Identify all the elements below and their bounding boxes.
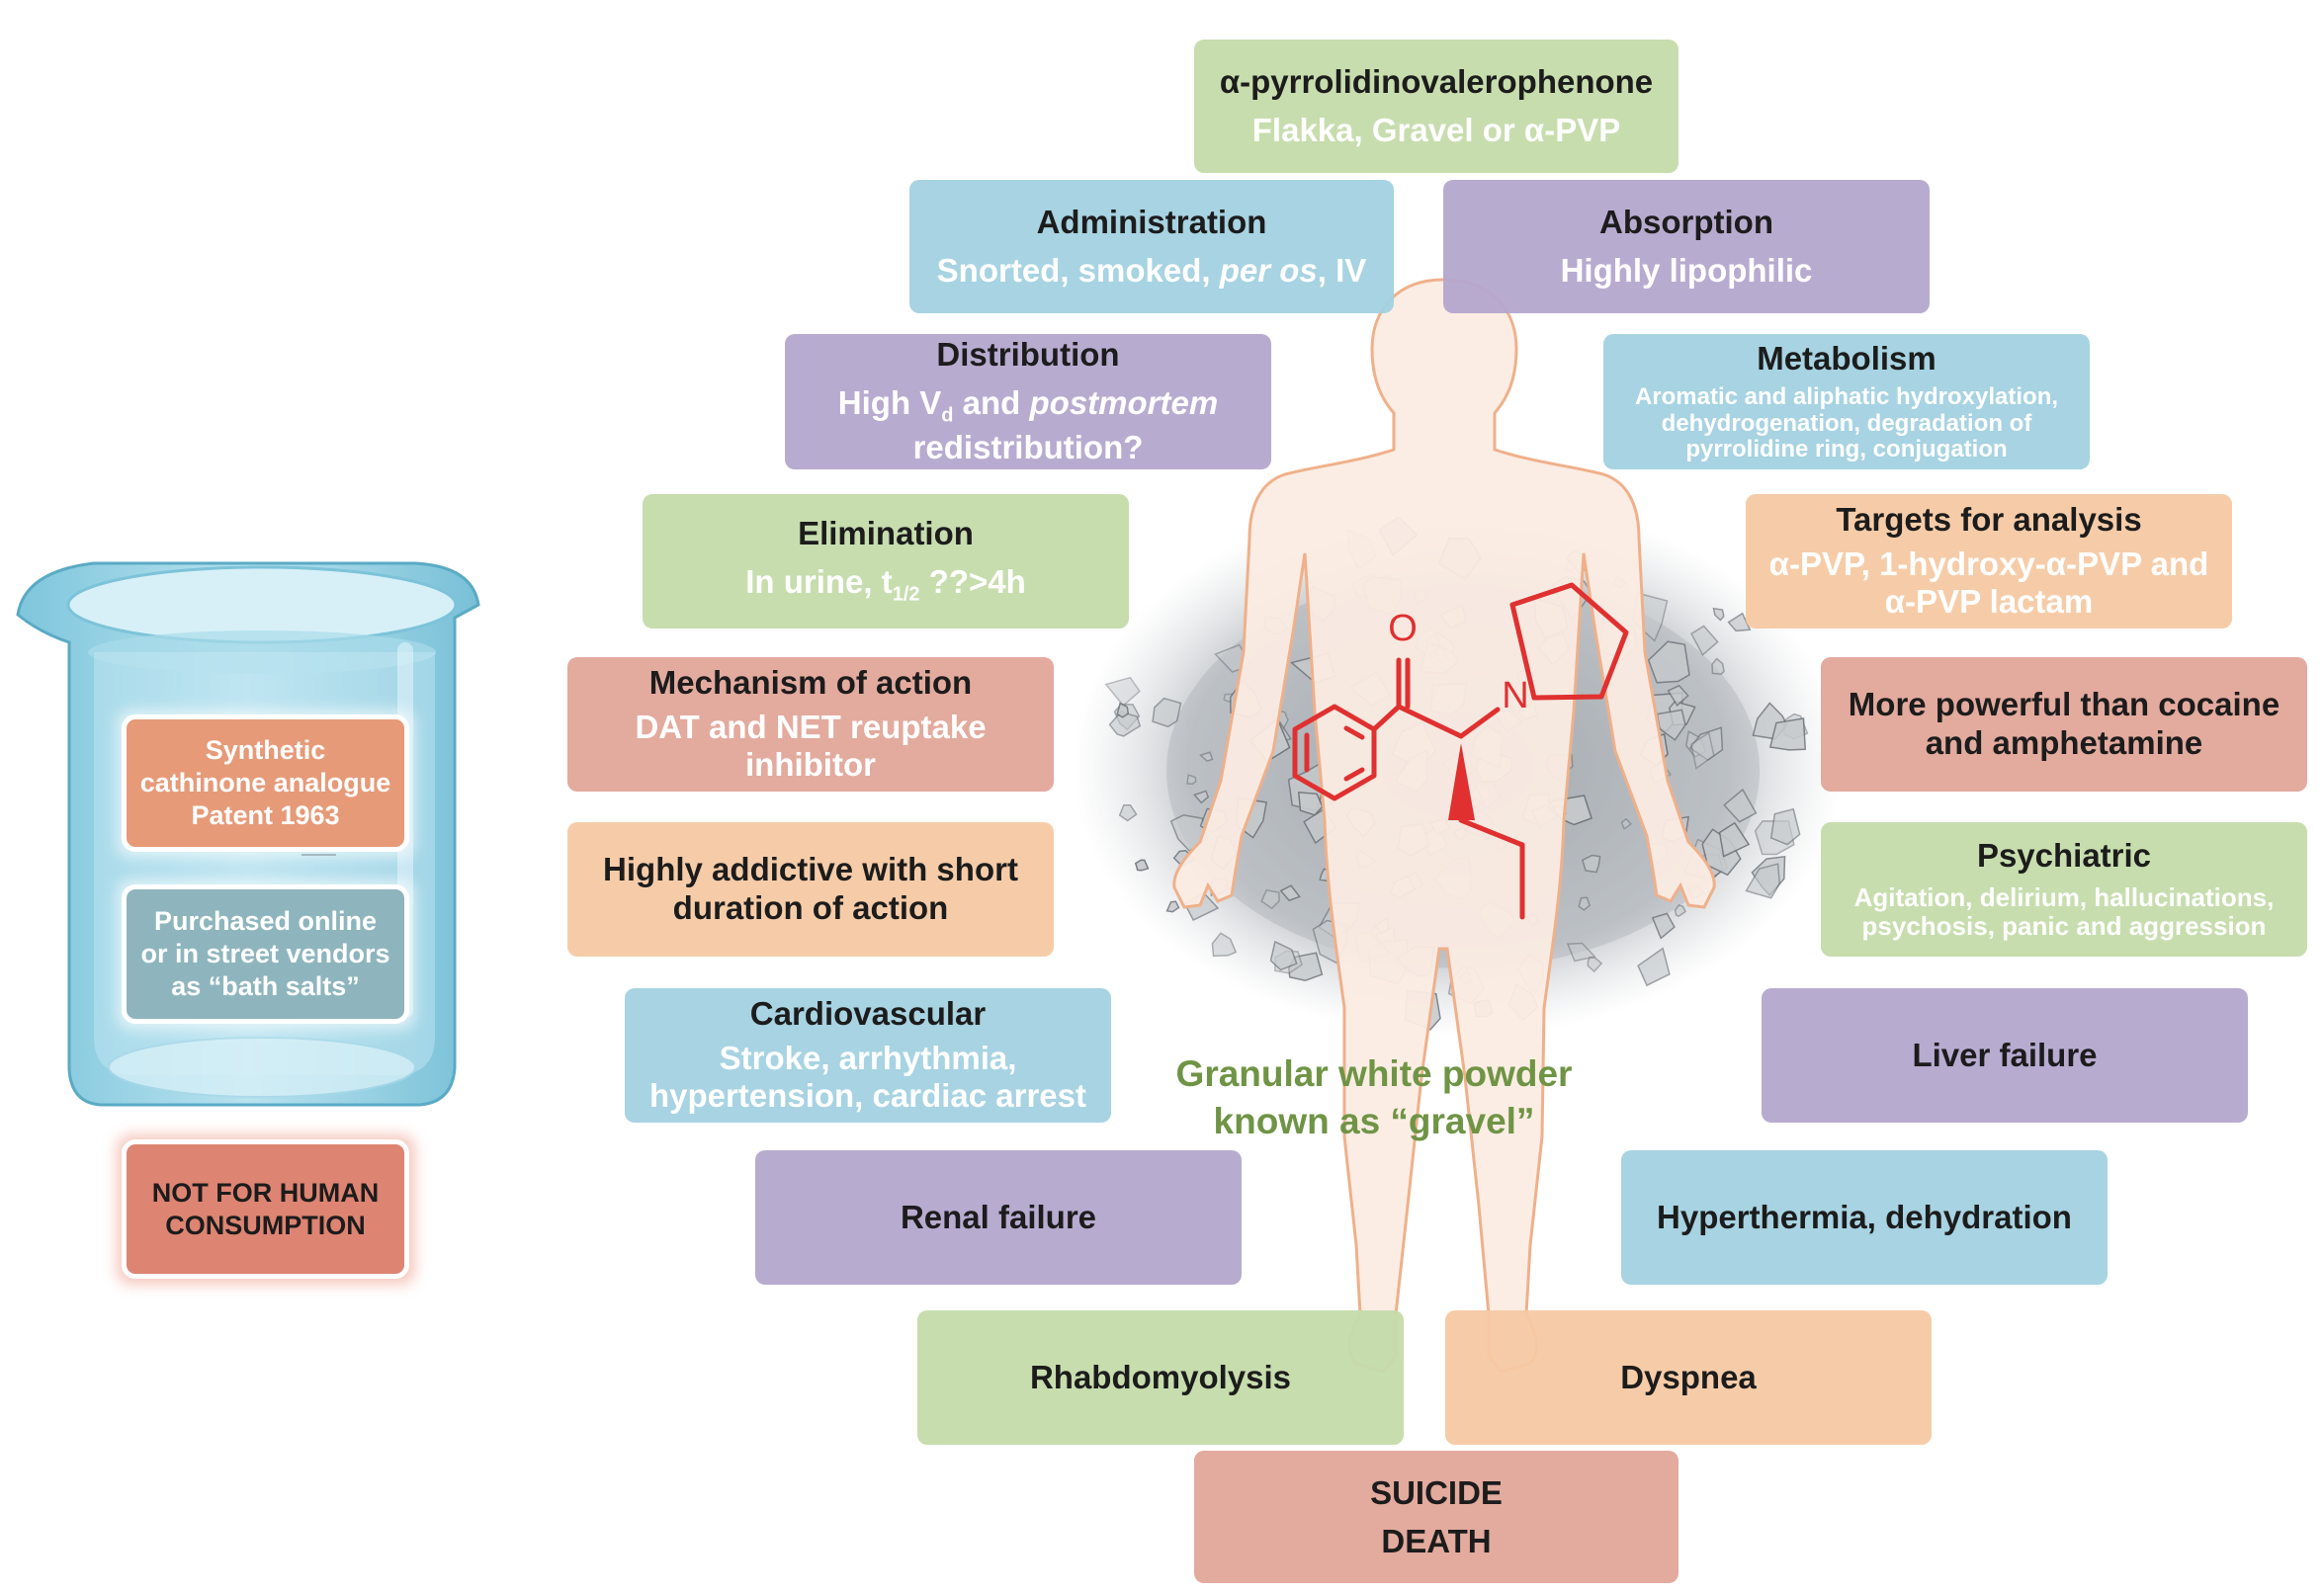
powder-crystal xyxy=(1269,940,1298,971)
outcome-text: SUICIDE DEATH xyxy=(1370,1473,1503,1560)
header-subtitle: Flakka, Gravel or α-PVP xyxy=(1251,111,1621,148)
powder-crystal xyxy=(1116,702,1130,718)
warning-line-2: CONSUMPTION xyxy=(165,1210,366,1240)
powder-crystal xyxy=(1711,657,1725,675)
psychiatric-title: Psychiatric xyxy=(1976,837,2152,875)
powder-crystal xyxy=(1667,684,1689,707)
powder-crystal xyxy=(1104,676,1141,708)
mechanism-body: DAT and NET reuptake inhibitor xyxy=(635,708,987,784)
distribution-title: Distribution xyxy=(936,336,1120,374)
powder-crystal xyxy=(1620,817,1633,830)
powder-crystal xyxy=(1108,711,1142,737)
administration-box: Administration Snorted, smoked, per os, … xyxy=(909,180,1394,313)
purchase-line-1: Purchased online xyxy=(153,906,378,937)
dyspnea-text: Dyspnea xyxy=(1620,1358,1757,1395)
atom-n-label: N xyxy=(1502,675,1528,716)
hyperthermia-box: Hyperthermia, dehydration xyxy=(1621,1150,2108,1285)
powder-crystal xyxy=(1727,612,1752,632)
psychiatric-box: Psychiatric Agitation, delirium, halluci… xyxy=(1821,822,2307,957)
absorption-title: Absorption xyxy=(1599,203,1773,240)
absorption-body: Highly lipophilic xyxy=(1560,251,1813,289)
potency-text: More powerful than cocaine and amphetami… xyxy=(1848,686,2281,761)
targets-title: Targets for analysis xyxy=(1836,500,2142,538)
psychiatric-body: Agitation, delirium, hallucinations, psy… xyxy=(1853,882,2275,942)
elimination-title: Elimination xyxy=(798,515,974,552)
potency-box: More powerful than cocaine and amphetami… xyxy=(1821,657,2307,792)
powder-crystal xyxy=(1152,697,1182,728)
renal-box: Renal failure xyxy=(755,1150,1242,1285)
powder-crystal xyxy=(1587,956,1603,973)
addictive-text: Highly addictive with short duration of … xyxy=(603,851,1018,926)
warning-line-1: NOT FOR HUMAN xyxy=(151,1177,380,1208)
powder-crystal xyxy=(1637,947,1671,987)
powder-crystal xyxy=(1718,821,1751,858)
purchase-line-3: as “bath salts” xyxy=(171,970,360,1001)
cardiovascular-box: Cardiovascular Stroke, arrhythmia, hyper… xyxy=(625,988,1111,1123)
absorption-box: Absorption Highly lipophilic xyxy=(1443,180,1930,313)
beaker-label-purchase: Purchased online or in street vendors as… xyxy=(122,884,409,1024)
powder-crystal xyxy=(1186,774,1197,786)
powder-crystal xyxy=(1674,904,1686,918)
origin-line-3: Patent 1963 xyxy=(191,799,340,830)
powder-crystal xyxy=(1192,790,1210,804)
powder-crystal xyxy=(1690,625,1719,656)
powder-crystal xyxy=(1118,803,1138,822)
powder-crystal xyxy=(1199,751,1214,763)
powder-caption: Granular white powder known as “gravel” xyxy=(1175,1053,1573,1142)
human-body-icon xyxy=(1172,278,1716,1374)
mechanism-box: Mechanism of action DAT and NET reuptake… xyxy=(567,657,1054,792)
powder-crystal xyxy=(1165,900,1180,913)
metabolism-title: Metabolism xyxy=(1757,339,1937,377)
rhabdomyolysis-box: Rhabdomyolysis xyxy=(917,1310,1404,1445)
powder-crystal xyxy=(1712,607,1725,622)
mechanism-title: Mechanism of action xyxy=(648,663,973,701)
header-title: α-pyrrolidinovalerophenone xyxy=(1219,62,1654,100)
addictive-box: Highly addictive with short duration of … xyxy=(567,822,1054,957)
metabolism-box: Metabolism Aromatic and aliphatic hydrox… xyxy=(1603,334,2090,469)
targets-body: α-PVP, 1-hydroxy-α-PVP and α-PVP lactam xyxy=(1768,545,2209,621)
atom-o-label: O xyxy=(1388,608,1418,649)
rhabdomyolysis-text: Rhabdomyolysis xyxy=(1029,1358,1292,1395)
powder-crystal xyxy=(1690,731,1715,770)
administration-title: Administration xyxy=(1036,203,1267,240)
powder-crystal xyxy=(1688,726,1724,762)
cardiovascular-title: Cardiovascular xyxy=(749,994,987,1032)
powder-crystal xyxy=(1134,859,1150,872)
administration-body: Snorted, smoked, per os, IV xyxy=(936,251,1367,289)
liver-text: Liver failure xyxy=(1912,1036,2098,1073)
metabolism-body: Aromatic and aliphatic hydroxylation, de… xyxy=(1634,382,2059,463)
powder-crystal xyxy=(1745,863,1781,899)
origin-line-1: Synthetic xyxy=(205,735,326,766)
origin-line-2: cathinone analogue xyxy=(139,768,391,798)
powder-crystal xyxy=(1582,854,1601,874)
powder-crystal xyxy=(1211,932,1238,958)
distribution-body: High Vd and postmortem redistribution? xyxy=(837,384,1219,465)
powder-crystal xyxy=(1723,788,1758,823)
chemical-structure-icon xyxy=(1292,582,1629,920)
outcome-box: SUICIDE DEATH xyxy=(1194,1451,1678,1583)
powder-crystal xyxy=(1647,640,1690,684)
liver-box: Liver failure xyxy=(1762,988,2248,1123)
powder-crystal xyxy=(1769,807,1801,846)
powder-crystal xyxy=(1651,912,1676,940)
elimination-body: In urine, t1/2 ??>4h xyxy=(745,563,1026,606)
cardiovascular-body: Stroke, arrhythmia, hypertension, cardia… xyxy=(648,1039,1087,1115)
hyperthermia-text: Hyperthermia, dehydration xyxy=(1657,1198,2072,1235)
distribution-box: Distribution High Vd and postmortem redi… xyxy=(785,334,1271,469)
powder-crystal xyxy=(1578,896,1592,911)
powder-crystal xyxy=(1297,791,1324,816)
powder-crystal xyxy=(1279,884,1301,902)
powder-crystal xyxy=(1566,942,1596,963)
warning-label: NOT FOR HUMAN CONSUMPTION xyxy=(122,1139,409,1279)
powder-crystal xyxy=(1288,952,1324,981)
powder-crystal xyxy=(1260,888,1280,910)
header-box: α-pyrrolidinovalerophenone Flakka, Grave… xyxy=(1194,40,1678,173)
powder-crystal xyxy=(1768,717,1806,751)
elimination-box: Elimination In urine, t1/2 ??>4h xyxy=(643,494,1129,629)
beaker-label-origin: Synthetic cathinone analogue Patent 1963 xyxy=(122,714,409,852)
purchase-line-2: or in street vendors xyxy=(140,939,390,969)
renal-text: Renal failure xyxy=(900,1198,1097,1235)
targets-box: Targets for analysis α-PVP, 1-hydroxy-α-… xyxy=(1746,494,2232,629)
dyspnea-box: Dyspnea xyxy=(1445,1310,1932,1445)
